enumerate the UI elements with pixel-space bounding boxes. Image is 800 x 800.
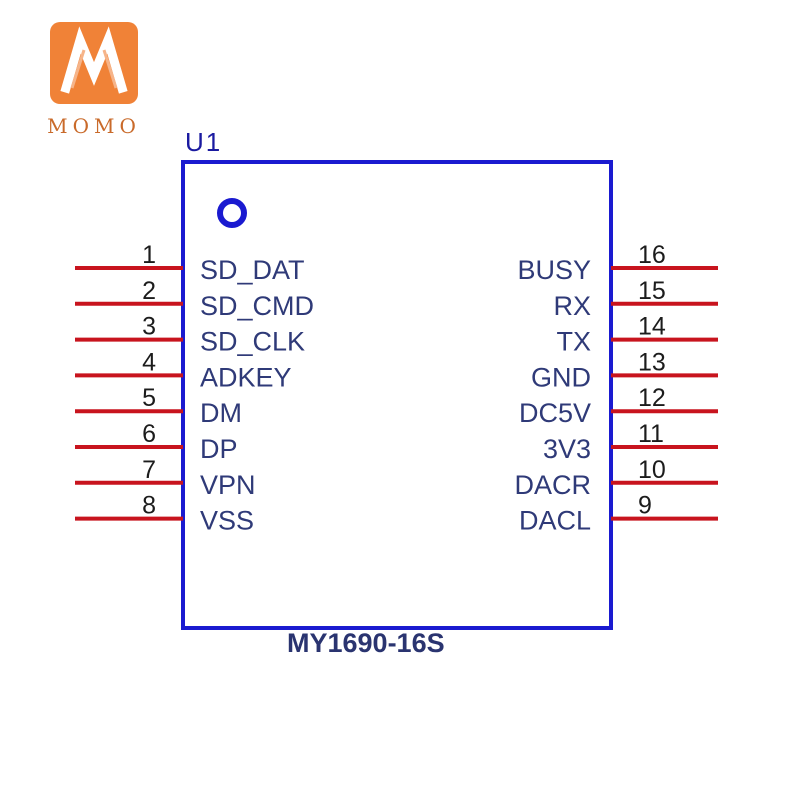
pin-number-10: 10 — [638, 456, 666, 484]
pin-number-6: 6 — [142, 420, 156, 448]
pin-name-14: TX — [556, 327, 591, 357]
pin-name-2: SD_CMD — [200, 291, 314, 321]
pin-name-10: DACR — [514, 470, 591, 500]
component-body — [181, 160, 613, 630]
pin-name-4: ADKEY — [200, 362, 292, 392]
pin-number-12: 12 — [638, 384, 666, 412]
pin-name-3: SD_CLK — [200, 327, 305, 357]
part-number: MY1690-16S — [287, 628, 445, 658]
pin1-marker-icon — [217, 198, 247, 228]
pin-number-3: 3 — [142, 313, 156, 341]
pin-number-4: 4 — [142, 348, 156, 376]
pin-number-9: 9 — [638, 492, 652, 520]
pin-number-11: 11 — [638, 420, 664, 448]
logo-m-icon — [50, 22, 138, 104]
pin-number-15: 15 — [638, 277, 666, 305]
pin-name-9: DACL — [519, 506, 591, 536]
pin-name-11: 3V3 — [543, 434, 591, 464]
pin-name-7: VPN — [200, 470, 256, 500]
pin-name-13: GND — [531, 362, 591, 392]
pin-number-7: 7 — [142, 456, 156, 484]
pin-number-1: 1 — [142, 241, 156, 269]
pin-name-5: DM — [200, 398, 242, 428]
brand-logo: MOMO — [47, 22, 141, 138]
logo-text: MOMO — [47, 114, 141, 138]
pin-name-15: RX — [553, 291, 591, 321]
pin-number-16: 16 — [638, 241, 666, 269]
pin-number-13: 13 — [638, 348, 666, 376]
pin-number-14: 14 — [638, 313, 666, 341]
pin-number-2: 2 — [142, 277, 156, 305]
pin-name-6: DP — [200, 434, 238, 464]
pin-name-8: VSS — [200, 506, 254, 536]
reference-designator: U1 — [185, 127, 223, 157]
pin-name-12: DC5V — [519, 398, 591, 428]
pin-number-5: 5 — [142, 384, 156, 412]
pin-number-8: 8 — [142, 492, 156, 520]
pin-name-1: SD_DAT — [200, 255, 305, 285]
pin-name-16: BUSY — [517, 255, 591, 285]
